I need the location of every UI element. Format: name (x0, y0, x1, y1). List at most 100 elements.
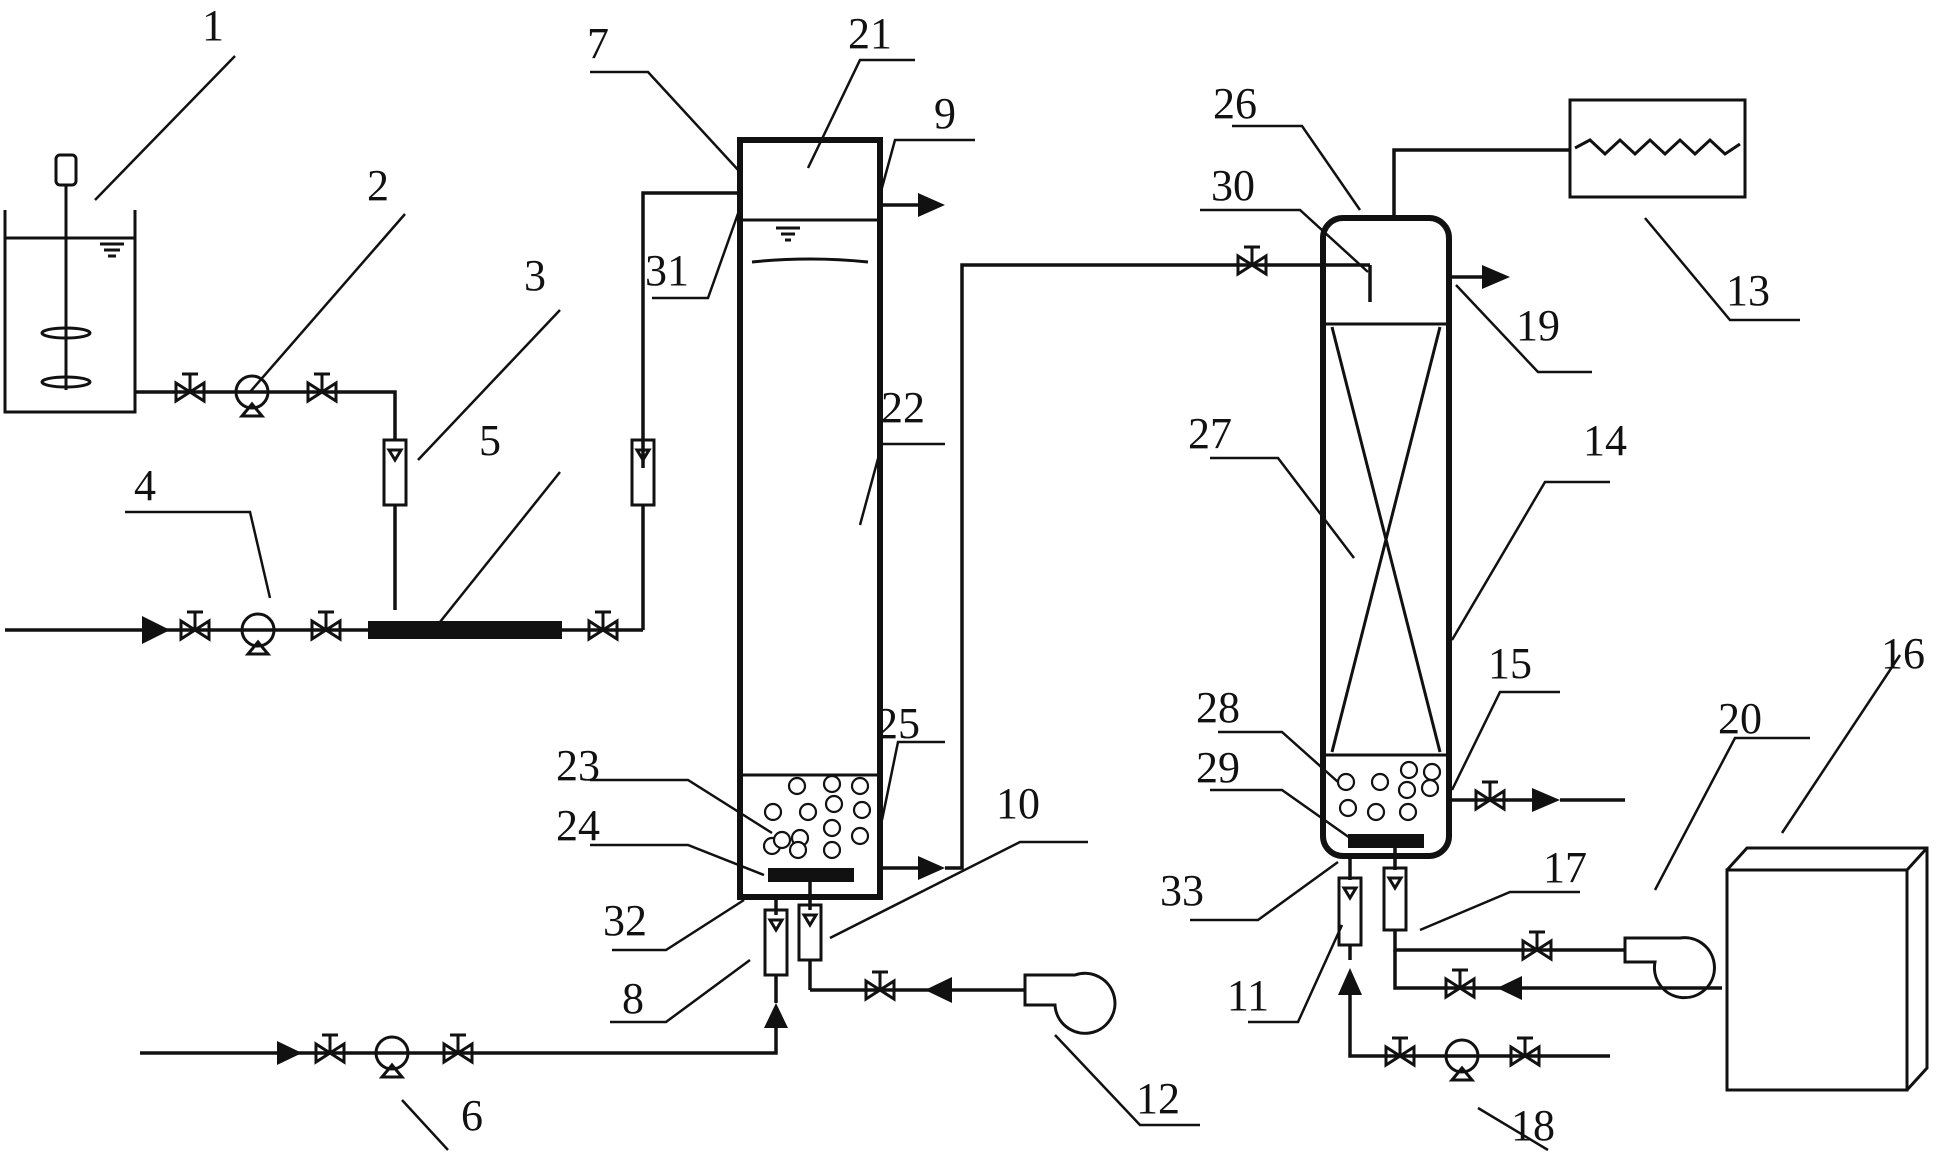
leader-line-4 (125, 510, 272, 599)
leader-line-7 (590, 70, 741, 173)
component-label-10: 10 (996, 779, 1040, 828)
stirred-tank (3, 153, 137, 414)
leader-line-16 (1780, 654, 1902, 834)
valve-icon (1474, 780, 1506, 812)
rotameter-10-icon (797, 903, 823, 962)
component-label-5: 5 (479, 416, 501, 465)
component-label-30: 30 (1211, 161, 1255, 210)
column-reactor-2 (1252, 215, 1452, 859)
pump-4-icon (240, 612, 276, 656)
leader-line-2 (249, 213, 406, 393)
leader-line-3 (417, 309, 561, 461)
leader-line-28 (1218, 730, 1339, 783)
component-label-29: 29 (1196, 743, 1240, 792)
blower-20 (1623, 936, 1716, 1000)
component-label-7: 7 (587, 19, 609, 68)
flow-arrow (142, 616, 170, 644)
leader-line-30 (1200, 208, 1369, 273)
leader-line-17 (1419, 890, 1580, 932)
component-label-27: 27 (1188, 409, 1232, 458)
valve-icon (314, 1033, 346, 1065)
column-1-bottom-inlets (140, 897, 1025, 1065)
component-label-13: 13 (1726, 266, 1770, 315)
leader-line-32 (612, 898, 745, 952)
component-label-25: 25 (876, 699, 920, 748)
component-label-23: 23 (556, 741, 600, 790)
valve-icon (1236, 245, 1268, 277)
leader-line-26 (1232, 124, 1362, 211)
pump-2-icon (234, 374, 270, 418)
pump-18-icon (1444, 1038, 1480, 1082)
valve-icon (174, 372, 206, 404)
valve-icon (1521, 930, 1553, 962)
valve-icon (306, 372, 338, 404)
leader-line-20 (1653, 736, 1810, 891)
leader-line-15 (1450, 690, 1560, 791)
component-label-19: 19 (1516, 301, 1560, 350)
component-label-20: 20 (1718, 694, 1762, 743)
component-label-26: 26 (1213, 79, 1257, 128)
leader-line-27 (1210, 456, 1355, 559)
component-label-6: 6 (461, 1091, 483, 1140)
leader-line-14 (1450, 480, 1610, 641)
leader-line-8 (610, 958, 751, 1024)
leader-line-23 (590, 778, 773, 835)
rotameter-3-icon (382, 438, 408, 507)
component-label-17: 17 (1543, 843, 1587, 892)
component-label-21: 21 (848, 9, 892, 58)
tank-feed-line (135, 390, 397, 610)
column-2-outlets (1392, 148, 1625, 812)
component-label-24: 24 (556, 801, 600, 850)
column-1-outlets (880, 193, 1252, 880)
valve-icon (1384, 1036, 1416, 1068)
component-label-9: 9 (934, 89, 956, 138)
component-label-4: 4 (134, 461, 156, 510)
leader-line-18 (1477, 1106, 1549, 1152)
blower-12 (1023, 971, 1117, 1035)
component-label-14: 14 (1583, 416, 1627, 465)
leader-line-9 (878, 138, 975, 196)
leader-line-10 (829, 840, 1088, 940)
bubbles-column-2 (1336, 760, 1442, 822)
component-label-3: 3 (524, 251, 546, 300)
valve-icon (310, 610, 342, 642)
cabinet-16 (1725, 846, 1929, 1092)
component-label-8: 8 (622, 974, 644, 1023)
leader-line-1 (94, 55, 236, 201)
valve-icon (1509, 1036, 1541, 1068)
leader-line-22 (858, 442, 945, 526)
leader-line-12 (1054, 1034, 1200, 1127)
rotameter-17-icon (1382, 866, 1408, 932)
component-label-32: 32 (603, 896, 647, 945)
pump-6-icon (374, 1035, 410, 1079)
component-label-22: 22 (881, 383, 925, 432)
leader-line-24 (590, 843, 765, 877)
valve-icon (179, 610, 211, 642)
leader-line-5 (439, 471, 561, 623)
aerator-plate (768, 868, 854, 882)
valve-icon (1444, 968, 1476, 1000)
leader-line-19 (1455, 284, 1592, 374)
component-label-12: 12 (1136, 1074, 1180, 1123)
bubbles-column-1 (762, 774, 872, 860)
leader-line-13 (1644, 217, 1800, 322)
component-label-16: 16 (1881, 629, 1925, 678)
component-label-2: 2 (367, 161, 389, 210)
component-label-1: 1 (202, 1, 224, 50)
component-label-15: 15 (1488, 639, 1532, 688)
gas-analyzer-13 (1568, 98, 1747, 199)
leader-line-31 (652, 207, 742, 300)
leader-line-11 (1248, 924, 1344, 1024)
component-label-18: 18 (1511, 1101, 1555, 1150)
component-label-33: 33 (1160, 866, 1204, 915)
leader-line-29 (1210, 788, 1351, 840)
leader-line-6 (401, 1099, 449, 1151)
leader-line-33 (1190, 860, 1339, 922)
component-label-11: 11 (1227, 971, 1269, 1020)
leader-line-25 (880, 740, 945, 821)
rotameter-11-icon (1337, 876, 1363, 947)
valve-icon (864, 970, 896, 1002)
rotameter-icon (630, 438, 656, 507)
